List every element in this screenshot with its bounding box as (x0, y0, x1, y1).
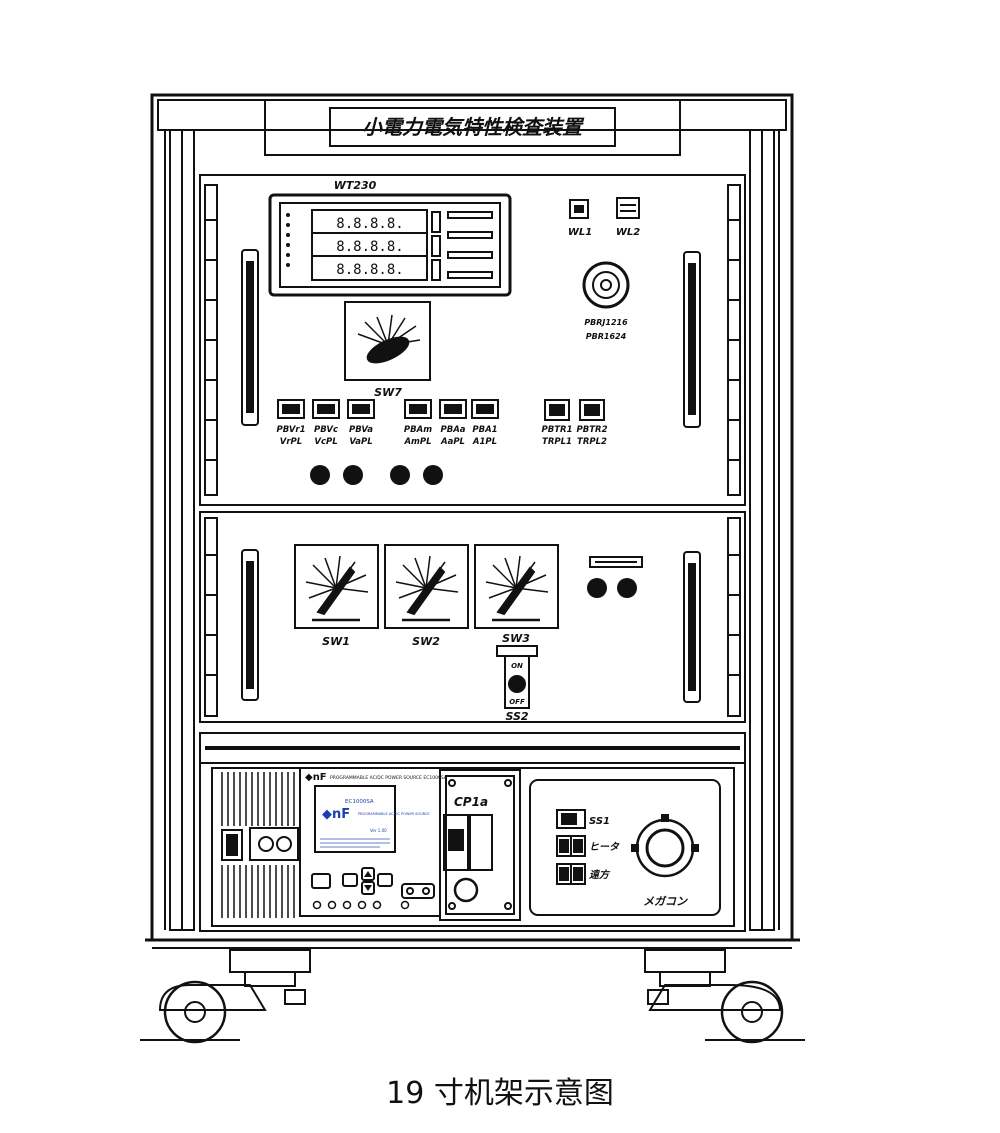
pb-label-1b: VrPL (280, 437, 302, 447)
pb-label-4a: PBAm (404, 425, 432, 435)
remote-label: 遠方 (589, 869, 611, 881)
ss2-on-label: ON (511, 662, 523, 670)
svg-text:8.8.8.8.: 8.8.8.8. (336, 216, 403, 232)
rail-slots-right (727, 184, 741, 496)
pushbutton-pbaa[interactable] (439, 399, 467, 419)
upper-panel: WT230 8.8.8.8. 8.8.8.8. 8.8.8.8. (199, 174, 746, 506)
psu-enter-button[interactable] (377, 873, 393, 887)
pb-label-6a: PBA1 (472, 425, 497, 435)
ss1-label: SS1 (589, 816, 610, 827)
lower-panel: ◆nF PROGRAMMABLE AC/DC POWER SOURCE EC10… (199, 732, 746, 932)
psu-menu-button[interactable] (342, 873, 358, 887)
pb-label-4b: AmPL (403, 437, 431, 447)
switch-heater[interactable] (556, 835, 586, 857)
pb-label-3b: VaPL (349, 437, 372, 447)
caster-right[interactable] (644, 949, 805, 1044)
psu-vents (221, 772, 295, 918)
psu-down-arrow-button[interactable] (361, 881, 375, 895)
psu-screen (314, 785, 396, 853)
ss2-off-label: OFF (509, 698, 525, 706)
heater-label: ヒータ (589, 841, 620, 853)
pushbutton-pbvc[interactable] (312, 399, 340, 419)
psu-screen-model: EC1000SA (345, 799, 374, 805)
psu-screen-logo: ◆nF (322, 807, 350, 822)
pushbutton-pbam[interactable] (404, 399, 432, 419)
selector-switch-ss2[interactable] (496, 645, 538, 709)
figure-caption: 19 寸机架示意图 (386, 1076, 614, 1111)
pb-label-7b: TRPL1 (542, 437, 572, 447)
pb-label-1a: PBVr1 (276, 425, 305, 435)
wl1-label: WL1 (568, 227, 592, 238)
pb-label-8b: TRPL2 (577, 437, 607, 447)
circuit-breaker-cp1a[interactable] (443, 814, 493, 871)
psu-power-switch[interactable] (221, 827, 299, 861)
sw2-label: SW2 (412, 635, 440, 648)
psu-brand: ◆nF (305, 772, 327, 783)
psu-screen-title: PROGRAMMABLE AC/DC POWER SOURCE (358, 812, 430, 816)
psu-jog-buttons[interactable] (401, 883, 435, 899)
breaker-box (439, 769, 521, 921)
switch-remote[interactable] (556, 863, 586, 885)
sw7-label: SW7 (374, 386, 402, 399)
nameplate: 小電力電気特性検査装置 (264, 99, 681, 156)
handle-left-upper[interactable] (241, 249, 259, 426)
rack-base (145, 938, 800, 949)
meter-label: WT230 (334, 179, 377, 192)
pb-label-2a: PBVc (314, 425, 338, 435)
lamp-wl2 (616, 197, 640, 219)
breaker-knob[interactable] (453, 877, 479, 903)
psu-model-line: PROGRAMMABLE AC/DC POWER SOURCE EC1000SA (330, 775, 448, 781)
lamp-wl1 (569, 199, 589, 219)
emergency-stop-button[interactable] (582, 261, 630, 309)
rack-frame (150, 93, 794, 942)
rotary-switch-sw3[interactable] (474, 544, 559, 629)
pushbutton-pbtr1[interactable] (544, 399, 570, 421)
rotary-switch-sw1[interactable] (294, 544, 379, 629)
breaker-label: CP1a (454, 795, 488, 809)
handle-right-middle[interactable] (683, 551, 701, 703)
psu-output-button[interactable] (311, 873, 331, 889)
switch-ss1[interactable] (556, 809, 586, 829)
pushbutton-pbtr2[interactable] (579, 399, 605, 421)
emergency-label-2: PBR1624 (586, 332, 627, 341)
psu-up-arrow-button[interactable] (361, 867, 375, 881)
ss2-label: SS2 (505, 710, 528, 723)
middle-panel: SW1 SW2 SW3 ON OFF SS2 (199, 511, 746, 723)
psu-screen-version: Ver 1.00 (370, 828, 387, 833)
svg-text:8.8.8.8.: 8.8.8.8. (336, 239, 403, 255)
pb-label-3a: PBVa (349, 425, 373, 435)
megger-label: メガコン (643, 895, 688, 908)
pb-label-6b: A1PL (472, 437, 497, 447)
rotary-switch-sw2[interactable] (384, 544, 469, 629)
pushbutton-pbvr1[interactable] (277, 399, 305, 419)
pushbutton-pbva[interactable] (347, 399, 375, 419)
svg-text:8.8.8.8.: 8.8.8.8. (336, 262, 403, 278)
handle-left-middle[interactable] (241, 549, 259, 701)
control-box (529, 779, 721, 916)
megger-knob[interactable] (631, 814, 699, 878)
sw3-label: SW3 (502, 632, 530, 645)
psu-function-keys[interactable] (312, 900, 410, 910)
terminal-jacks-upper (310, 465, 443, 485)
pb-label-2b: VcPL (314, 437, 337, 447)
caster-left[interactable] (140, 949, 311, 1044)
nameplate-text: 小電力電気特性検査装置 (362, 115, 585, 139)
rotary-switch-sw7[interactable] (344, 301, 431, 381)
wl2-label: WL2 (616, 227, 640, 238)
pushbutton-pba1[interactable] (471, 399, 499, 419)
sw1-label: SW1 (322, 635, 350, 648)
pb-label-8a: PBTR2 (577, 425, 608, 435)
terminal-jacks-middle (587, 578, 637, 598)
power-meter: 8.8.8.8. 8.8.8.8. 8.8.8.8. (268, 193, 512, 297)
pb-label-5a: PBAa (440, 425, 465, 435)
pb-label-7a: PBTR1 (542, 425, 573, 435)
psu-screen-text-lines (320, 838, 390, 848)
indicator-strip (589, 556, 643, 568)
rail-slots-left (204, 184, 218, 496)
handle-right-upper[interactable] (683, 251, 701, 428)
pb-label-5b: AaPL (440, 437, 465, 447)
emergency-label-1: PBRJ1216 (584, 318, 628, 327)
